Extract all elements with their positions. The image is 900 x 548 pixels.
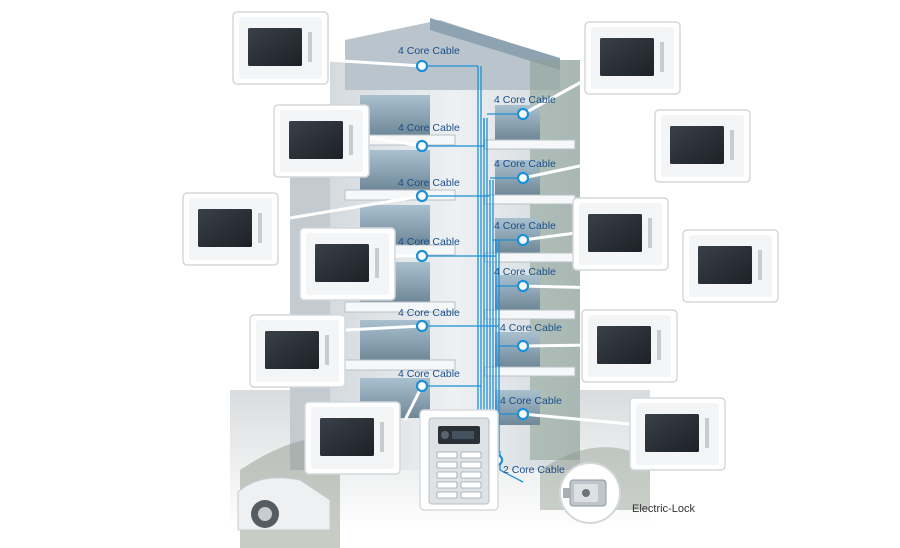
monitor-screen (670, 126, 724, 164)
cable-label: 4 Core Cable (494, 158, 556, 170)
monitor-screen (597, 326, 651, 364)
cable-node (516, 107, 530, 121)
monitor-screen (698, 246, 752, 284)
indoor-monitor (182, 192, 279, 266)
camera-icon (441, 431, 449, 439)
monitor-leader-lines (277, 58, 686, 427)
indoor-monitor (232, 11, 329, 85)
cable-label: 4 Core Cable (494, 94, 556, 106)
indoor-monitors (182, 11, 779, 475)
monitor-screen (198, 209, 252, 247)
indoor-monitor (273, 104, 370, 178)
door-station-panel (419, 409, 499, 511)
indoor-monitor (572, 197, 669, 271)
indoor-monitor (682, 229, 779, 303)
cable-node (415, 59, 429, 73)
cable-label: 2 Core Cable (503, 464, 565, 476)
indoor-monitor (654, 109, 751, 183)
cable-labels: 4 Core Cable 4 Core Cable 4 Core Cable 4… (398, 45, 565, 476)
cable-node (415, 139, 429, 153)
cable-node (415, 319, 429, 333)
monitor-screen (248, 28, 302, 66)
cable-label: 4 Core Cable (398, 177, 460, 189)
electric-lock (559, 462, 621, 524)
car (237, 477, 331, 531)
cable-node (415, 249, 429, 263)
cable-nodes (415, 59, 530, 467)
cable-label: 4 Core Cable (500, 322, 562, 334)
cable-node (415, 379, 429, 393)
cable-node (516, 233, 530, 247)
cable-node (516, 339, 530, 353)
indoor-monitor (584, 21, 681, 95)
monitor-screen (600, 38, 654, 76)
cable-node (516, 407, 530, 421)
monitor-screen (315, 244, 369, 282)
monitor-screen (265, 331, 319, 369)
monitor-screen (645, 414, 699, 452)
cable-node (516, 279, 530, 293)
indoor-monitor (581, 309, 678, 383)
cable-label: 4 Core Cable (398, 236, 460, 248)
electric-lock-label: Electric-Lock (632, 503, 695, 515)
cable-label: 4 Core Cable (398, 122, 460, 134)
cable-label: 4 Core Cable (494, 266, 556, 278)
monitor-screen (289, 121, 343, 159)
indoor-monitor (304, 401, 401, 475)
cable-label: 4 Core Cable (494, 220, 556, 232)
cable-label: 4 Core Cable (500, 395, 562, 407)
monitor-screen (320, 418, 374, 456)
indoor-monitor (249, 314, 346, 388)
lock-icon (582, 489, 590, 497)
cable-label: 4 Core Cable (398, 368, 460, 380)
cable-node (415, 189, 429, 203)
indoor-monitor (299, 227, 396, 301)
indoor-monitor (629, 397, 726, 471)
cable-label: 4 Core Cable (398, 45, 460, 57)
cable-label: 4 Core Cable (398, 307, 460, 319)
cable-node (516, 171, 530, 185)
monitor-screen (588, 214, 642, 252)
